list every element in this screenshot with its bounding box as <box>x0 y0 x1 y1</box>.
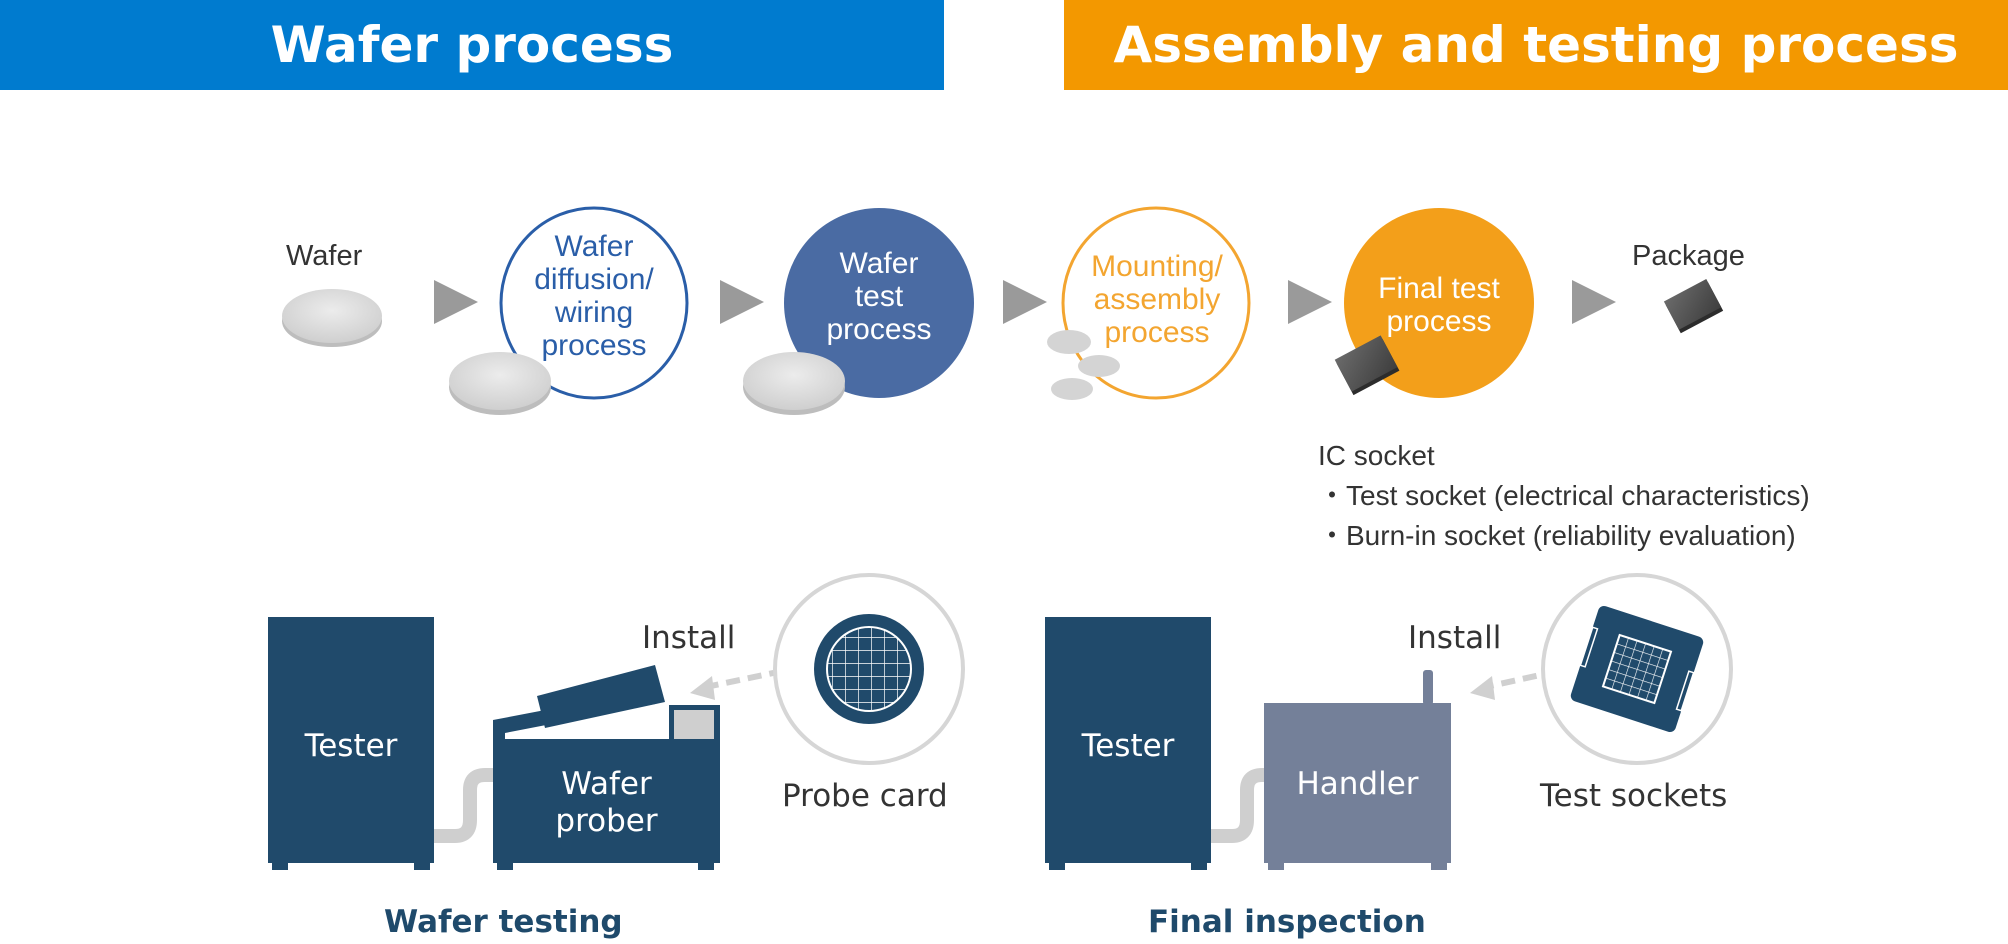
wafer-icon <box>743 352 845 415</box>
cable <box>434 768 493 843</box>
die-pieces-icon <box>1047 330 1120 400</box>
wafer-icon <box>449 352 551 415</box>
step-label-line: Wafer <box>839 247 919 280</box>
tester-label: Tester <box>1081 728 1175 764</box>
final-inspection-caption: Final inspection <box>1148 904 1426 940</box>
handler-unit <box>1264 670 1451 870</box>
test-socket-icon <box>1570 606 1704 732</box>
prober-label-line: prober <box>555 803 658 839</box>
ic-socket-item: ・Test socket (electrical characteristics… <box>1318 480 1810 511</box>
install-label: Install <box>1408 620 1502 656</box>
step-wafer-diffusion-circle <box>499 206 689 400</box>
step-label-line: Mounting/ <box>1091 250 1223 283</box>
step-label-line: Wafer <box>554 230 634 263</box>
install-label: Install <box>642 620 736 656</box>
prober-label-line: Wafer <box>561 766 652 802</box>
tester-label: Tester <box>304 728 398 764</box>
install-arrow-icon <box>690 668 784 700</box>
wafer-label: Wafer <box>286 240 363 272</box>
ic-socket-title: IC socket <box>1318 440 1435 471</box>
step-label-line: process <box>826 313 932 346</box>
step-wafer-test-label: Wafer test process <box>786 247 972 346</box>
wafer-prober-label: Wafer prober <box>493 766 720 840</box>
wafer-process-title: Wafer process <box>270 16 674 74</box>
probe-card-icon <box>814 614 924 724</box>
flow-arrow-icon <box>1288 280 1332 324</box>
wafer-testing-caption: Wafer testing <box>384 904 623 940</box>
step-wafer-test-circle <box>784 208 974 398</box>
assembly-testing-title: Assembly and testing process <box>1113 16 1959 74</box>
step-label-line: wiring <box>554 296 634 329</box>
tester-cabinet <box>1045 617 1211 870</box>
handler-label: Handler <box>1296 766 1419 802</box>
step-label-line: process <box>541 329 647 362</box>
probe-card-label: Probe card <box>782 778 948 814</box>
step-mounting-label: Mounting/ assembly process <box>1064 250 1250 349</box>
wafer-icon <box>282 289 382 347</box>
assembly-testing-header: Assembly and testing process <box>1064 0 2008 90</box>
ic-socket-list: IC socket ・Test socket (electrical chara… <box>1318 436 1810 556</box>
step-wafer-diffusion-label: Wafer diffusion/ wiring process <box>502 230 686 362</box>
cable <box>1211 768 1264 843</box>
step-label-line: Final test <box>1378 272 1500 305</box>
step-label-line: process <box>1104 316 1210 349</box>
flow-arrow-icon <box>1572 280 1616 324</box>
step-final-test-circle <box>1344 208 1534 398</box>
ic-socket-item: ・Burn-in socket (reliability evaluation) <box>1318 520 1796 551</box>
step-final-test-label: Final test process <box>1346 272 1532 338</box>
flow-arrow-icon <box>720 280 764 324</box>
tester-cabinet <box>268 617 434 870</box>
test-sockets-label: Test sockets <box>1540 778 1728 814</box>
step-label-line: diffusion/ <box>534 263 654 296</box>
package-chip-icon <box>1334 335 1400 396</box>
flow-arrow-icon <box>1003 280 1047 324</box>
wafer-process-header: Wafer process <box>0 0 944 90</box>
step-label-line: test <box>854 280 904 313</box>
wafer-prober <box>493 665 720 870</box>
step-label-line: process <box>1386 305 1492 338</box>
package-label: Package <box>1632 240 1745 272</box>
step-label-line: assembly <box>1093 283 1221 316</box>
step-mounting-circle <box>1061 206 1251 400</box>
flow-arrow-icon <box>434 280 478 324</box>
package-chip-icon <box>1663 278 1724 334</box>
